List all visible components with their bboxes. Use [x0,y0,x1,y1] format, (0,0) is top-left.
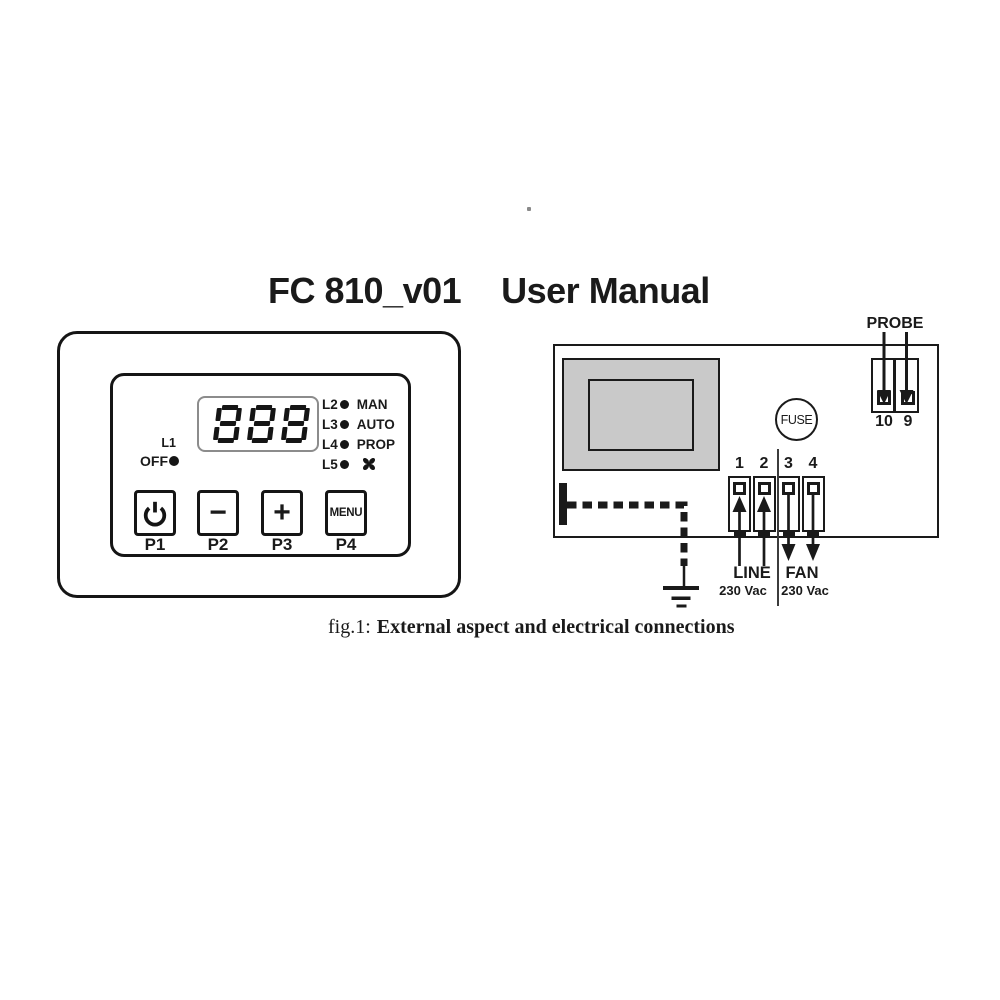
probe-block-divider [893,360,896,411]
ground-icon-bar-mid [671,596,691,600]
page-title: FC 810_v01 User Manual [268,270,710,312]
probe-terminal-9-contact [901,391,915,405]
probe-label: PROBE [866,315,924,332]
terminal-3-number: 3 [784,455,793,472]
minus-glyph: − [209,496,227,529]
terminal-1-cell [728,476,751,532]
fan-arrowhead-4 [806,544,820,561]
terminal-2-foot [758,531,770,536]
page-speck [527,207,531,211]
fan-label: FAN [785,564,819,582]
minus-button[interactable]: − [197,490,239,536]
led-l4-label: PROP [356,436,396,452]
caption-prefix: fig.1: [328,616,371,638]
led-l1-dot [169,456,179,466]
terminal-4-cell [801,476,825,532]
fan-icon [362,457,375,471]
probe-terminal-10-contact [877,391,891,405]
title-model: FC 810_v01 [268,270,462,311]
led-l3-id: L3 [322,416,338,432]
terminal-1-contact [733,482,746,495]
figure-caption: fig.1:External aspect and electrical con… [328,616,735,639]
button-key-p3: P3 [271,535,293,554]
seven-segment-digit [281,405,311,443]
plus-button[interactable]: + [261,490,303,536]
terminal-2-cell [752,476,776,532]
terminal-3-cell [777,476,800,532]
seven-segment-display [197,396,319,452]
display-back-inner-outline [588,379,694,451]
line-label: LINE [733,564,771,582]
led-row-l5: L5 [322,454,377,474]
terminal-4-foot [807,531,819,536]
terminal-3-foot [782,531,795,536]
probe-terminal-9-number: 9 [903,413,913,430]
title-doc: User Manual [501,270,710,311]
terminal-3-contact [782,482,795,495]
led-l3-label: AUTO [356,416,395,432]
led-l3-dot [339,419,349,429]
seven-segment-digit [247,405,277,443]
led-l2-id: L2 [322,396,338,412]
led-l2-label: MAN [356,396,388,412]
led-row-l4: L4 PROP [322,434,395,454]
terminal-1-foot [733,531,746,536]
line-voltage: 230 Vac [719,583,767,598]
power-button[interactable] [134,490,176,536]
seven-segment-digit [213,405,243,443]
probe-terminal-10-number: 10 [875,413,893,430]
button-key-p4: P4 [335,535,357,554]
menu-button[interactable]: MENU [325,490,367,536]
terminal-4-contact [806,482,820,495]
led-row-l3: L3 AUTO [322,414,395,434]
led-row-l2: L2 MAN [322,394,388,414]
terminal-4-number: 4 [808,455,818,472]
button-key-p1: P1 [144,535,166,554]
menu-glyph: MENU [329,507,363,519]
caption-text: External aspect and electrical connectio… [376,616,735,638]
led-l4-dot [339,439,349,449]
ground-icon-bar-long [663,586,699,590]
terminal-2-number: 2 [759,455,769,472]
terminal-2-contact [757,482,771,495]
plus-glyph: + [273,496,291,529]
led-l1-label: OFF [140,453,168,469]
power-icon [143,501,167,527]
ground-icon-bar-short [676,604,687,608]
terminal-1-number: 1 [735,455,744,472]
led-l2-dot [339,399,349,409]
led-l4-id: L4 [322,436,338,452]
led-l5-id: L5 [322,456,338,472]
led-l1-id: L1 [161,436,176,450]
fuse-symbol: FUSE [775,398,818,441]
led-l1-row: OFF [140,453,179,469]
button-key-p2: P2 [207,535,229,554]
led-l5-dot [339,459,349,469]
fan-arrowhead-3 [781,544,796,561]
fan-voltage: 230 Vac [781,583,829,598]
